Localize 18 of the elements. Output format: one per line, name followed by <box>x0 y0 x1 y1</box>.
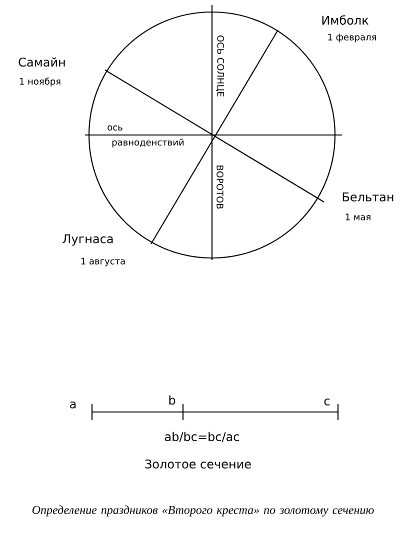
date-label: 1 ноября <box>20 78 60 86</box>
holiday-label: Самайн <box>18 57 65 67</box>
point-label: a <box>70 402 76 408</box>
point-label: b <box>169 395 176 405</box>
caption: Определение праздников «Второго креста» по золотому сечению <box>32 506 374 516</box>
point-label: c <box>324 398 330 406</box>
axis-label: ось <box>108 125 122 131</box>
holiday-label: Бельтан <box>342 192 394 202</box>
holiday-label: Имболк <box>322 15 368 25</box>
formula-text: ab/bc=bc/ac <box>164 432 240 442</box>
date-label: 1 мая <box>346 214 370 220</box>
date-label: 1 февраля <box>328 34 376 42</box>
date-label: 1 августа <box>81 258 125 266</box>
axis-label: ОСЬ СОЛНЦЕ <box>216 36 224 96</box>
holiday-label: Лугнаса <box>62 234 113 246</box>
axis-label: равноденствий <box>112 138 184 148</box>
diagram-subtitle: Золотое сечение <box>145 459 251 469</box>
axis-label: ВОРОТОВ <box>216 166 224 209</box>
